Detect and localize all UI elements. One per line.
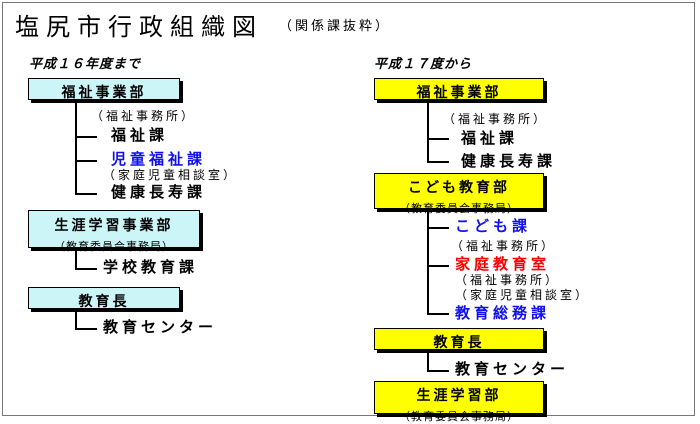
- right-superintendent-connector: [427, 352, 429, 371]
- right-children-education-sub: （教育委員会事務局）: [399, 202, 519, 215]
- right-superintendent-branch: [427, 370, 449, 372]
- right-period-label: 平成１７度から: [374, 57, 473, 72]
- left-lifelong-branch: [75, 268, 97, 270]
- left-welfare-branch: [75, 160, 97, 162]
- left-child-welfare-section: 児童福祉課: [111, 150, 207, 168]
- chart-subtitle: （関係課抜粋）: [279, 19, 392, 34]
- right-family-room-office-note: （福祉事務所）: [455, 273, 561, 287]
- right-children-education-name: こども教育部: [408, 180, 510, 196]
- right-children-branch: [427, 313, 449, 315]
- left-welfare-branch: [75, 136, 97, 138]
- right-education-center: 教育センター: [455, 360, 570, 378]
- right-lifelong-learning-box: 生涯学習部 （教育委員会事務局）: [374, 381, 544, 423]
- right-children-office-note: （福祉事務所）: [451, 239, 557, 253]
- right-lifelong-learning-name: 生涯学習部: [416, 388, 502, 404]
- right-children-section: こども課: [455, 217, 532, 235]
- left-welfare-section: 福祉課: [111, 126, 169, 144]
- right-lifelong-learning-sub: （教育委員会事務局）: [399, 410, 519, 423]
- left-superintendent-name: 教育長: [78, 294, 130, 310]
- left-school-education-section: 学校教育課: [103, 258, 199, 276]
- left-welfare-dept-box: 福祉事業部: [28, 78, 180, 101]
- left-period-label: 平成１６年度まで: [29, 57, 142, 72]
- right-children-connector: [427, 211, 429, 314]
- right-education-affairs-section: 教育総務課: [455, 304, 551, 322]
- left-lifelong-learning-box: 生涯学習事業部 （教育委員会事務局）: [28, 210, 200, 253]
- left-superintendent-box: 教育長: [28, 287, 180, 310]
- right-welfare-dept-name: 福祉事業部: [416, 85, 502, 101]
- right-superintendent-box: 教育長: [374, 328, 544, 351]
- right-children-branch: [427, 227, 449, 229]
- chart-title: 塩尻市行政組織図: [15, 13, 263, 41]
- left-welfare-office-note: （福祉事務所）: [91, 109, 197, 123]
- right-welfare-office-note: （福祉事務所）: [443, 112, 549, 126]
- left-superintendent-connector: [75, 311, 77, 329]
- left-lifelong-learning-sub: （教育委員会事務局）: [54, 240, 174, 253]
- right-family-room-consult-note: （家庭児童相談室）: [455, 288, 591, 302]
- right-children-education-box: こども教育部 （教育委員会事務局）: [374, 173, 544, 215]
- left-superintendent-branch: [75, 328, 97, 330]
- left-lifelong-learning-name: 生涯学習事業部: [54, 218, 174, 234]
- right-welfare-section: 福祉課: [461, 129, 519, 147]
- left-welfare-branch: [75, 193, 97, 195]
- left-education-center: 教育センター: [103, 318, 218, 336]
- right-children-branch: [427, 265, 449, 267]
- left-health-longevity-section: 健康長寿課: [111, 183, 207, 201]
- right-welfare-connector: [427, 102, 429, 162]
- left-welfare-connector: [75, 102, 77, 194]
- right-welfare-branch: [427, 138, 449, 140]
- left-welfare-dept-name: 福祉事業部: [61, 85, 147, 101]
- right-welfare-dept-box: 福祉事業部: [374, 78, 544, 101]
- right-family-education-room: 家庭教育室: [455, 255, 551, 273]
- right-welfare-branch: [427, 161, 449, 163]
- right-superintendent-name: 教育長: [433, 335, 485, 351]
- left-family-consult-note: （家庭児童相談室）: [103, 168, 239, 182]
- left-lifelong-connector: [75, 250, 77, 269]
- right-health-longevity-section: 健康長寿課: [461, 152, 557, 170]
